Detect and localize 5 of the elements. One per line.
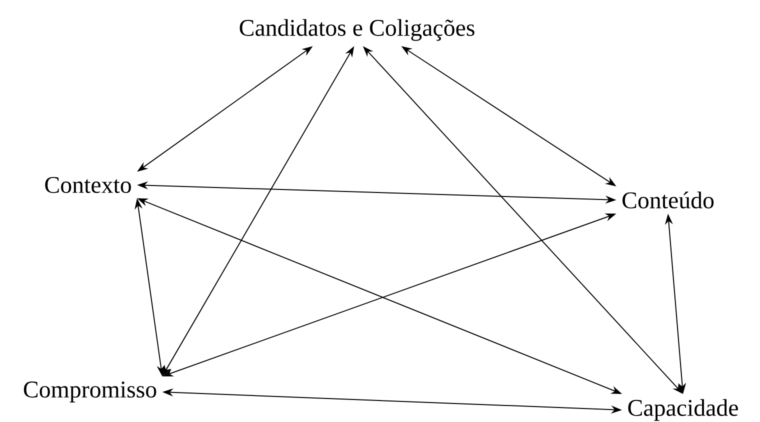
node-label: Conteúdo xyxy=(622,192,714,208)
node-label: Candidatos e Coligações xyxy=(240,19,474,41)
node-label: Contexto xyxy=(45,176,131,194)
node-label: Capacidade xyxy=(628,399,738,421)
node-label: Compromisso xyxy=(24,382,156,402)
